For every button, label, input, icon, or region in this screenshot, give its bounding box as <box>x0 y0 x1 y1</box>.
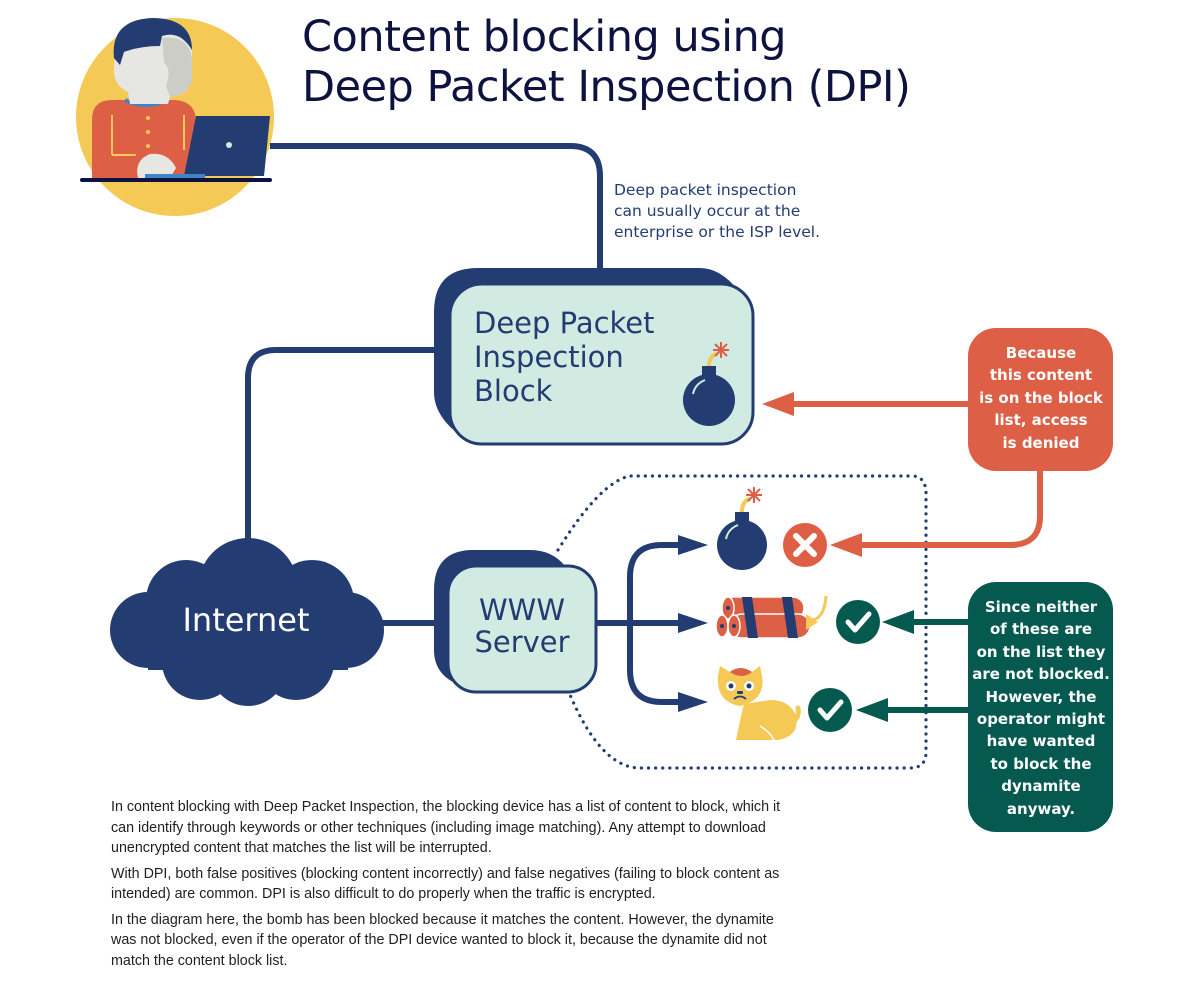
connector-dpi-to-internet <box>245 347 440 545</box>
callout-line: to block the <box>990 754 1092 773</box>
user-body <box>92 100 196 178</box>
check-circle-icon <box>836 600 880 644</box>
callout-line: on the list they <box>976 642 1106 661</box>
check-circle-icon <box>808 688 852 732</box>
www-server-label: WWW Server <box>456 594 588 658</box>
bomb-icon <box>683 342 735 426</box>
callout-line: list, access <box>994 411 1088 430</box>
server-label-line: Server <box>474 625 570 659</box>
connector-user-to-dpi <box>270 143 603 272</box>
spark-icon <box>713 342 729 358</box>
dynamite-icon <box>715 595 828 639</box>
www-server-block <box>434 550 598 694</box>
note-line: can usually occur at the <box>614 202 801 220</box>
explanation-paragraph: In the diagram here, the bomb has been b… <box>111 911 774 969</box>
dpi-location-note: Deep packet inspection can usually occur… <box>614 180 820 243</box>
explanation-paragraph: In content blocking with Deep Packet Ins… <box>111 799 781 856</box>
callout-blocked <box>968 328 1113 471</box>
user-illustration <box>76 18 274 216</box>
callout-line: is on the block <box>979 388 1103 407</box>
dpi-label-line: Block <box>474 374 553 408</box>
arrowhead-cat <box>678 692 708 712</box>
callout-line: dynamite <box>1001 777 1081 796</box>
callout-line: of these are <box>989 620 1093 639</box>
user-hair <box>113 18 192 65</box>
title-line-1: Content blocking using <box>302 12 787 62</box>
cloud-icon <box>110 538 384 706</box>
explanation-paragraph: With DPI, both false positives (blocking… <box>111 865 780 903</box>
arrowhead-dynamite <box>678 613 708 633</box>
note-line: Deep packet inspection <box>614 181 797 199</box>
item-arrowheads <box>678 535 708 712</box>
callout-line: Since neither <box>984 598 1098 616</box>
explanation-text: In content blocking with Deep Packet Ins… <box>111 797 791 976</box>
page-title: Content blocking using Deep Packet Inspe… <box>302 12 911 112</box>
dpi-block-card <box>448 282 755 446</box>
dpi-label-line: Deep Packet <box>474 306 655 340</box>
x-circle-icon <box>783 523 827 567</box>
arrowhead-bomb <box>678 535 708 555</box>
connectors <box>245 143 690 705</box>
user-hand <box>137 153 176 178</box>
callout-line: operator might <box>976 710 1106 729</box>
callout-line: is denied <box>1002 433 1080 452</box>
title-line-2: Deep Packet Inspection (DPI) <box>302 62 911 112</box>
bomb-icon <box>717 487 767 570</box>
callout-line: have wanted <box>986 732 1096 751</box>
blocked-arrow-to-x <box>862 471 1043 548</box>
dpi-block <box>434 268 755 446</box>
spark-icon <box>746 487 762 503</box>
callout-line: this content <box>989 366 1093 385</box>
server-label-line: WWW <box>478 593 566 627</box>
www-server-card <box>446 564 598 694</box>
note-line: enterprise or the ISP level. <box>614 223 821 241</box>
callout-line: However, the <box>985 687 1097 706</box>
cat-icon <box>717 666 801 741</box>
callout-allowed <box>968 582 1113 832</box>
internet-label: Internet <box>182 601 310 639</box>
callout-line: are not blocked. <box>972 665 1110 684</box>
connector-branch <box>627 542 685 705</box>
callout-allowed-text: Since neither of these are on the list t… <box>970 596 1112 820</box>
desk-line <box>80 178 272 182</box>
callout-blocked-text: Because this content is on the block lis… <box>970 342 1112 454</box>
callout-line: anyway. <box>1006 799 1076 818</box>
dpi-block-label: Deep Packet Inspection Block <box>474 306 655 408</box>
dpi-label-line: Inspection <box>474 340 624 374</box>
callout-line: Because <box>1005 344 1077 362</box>
